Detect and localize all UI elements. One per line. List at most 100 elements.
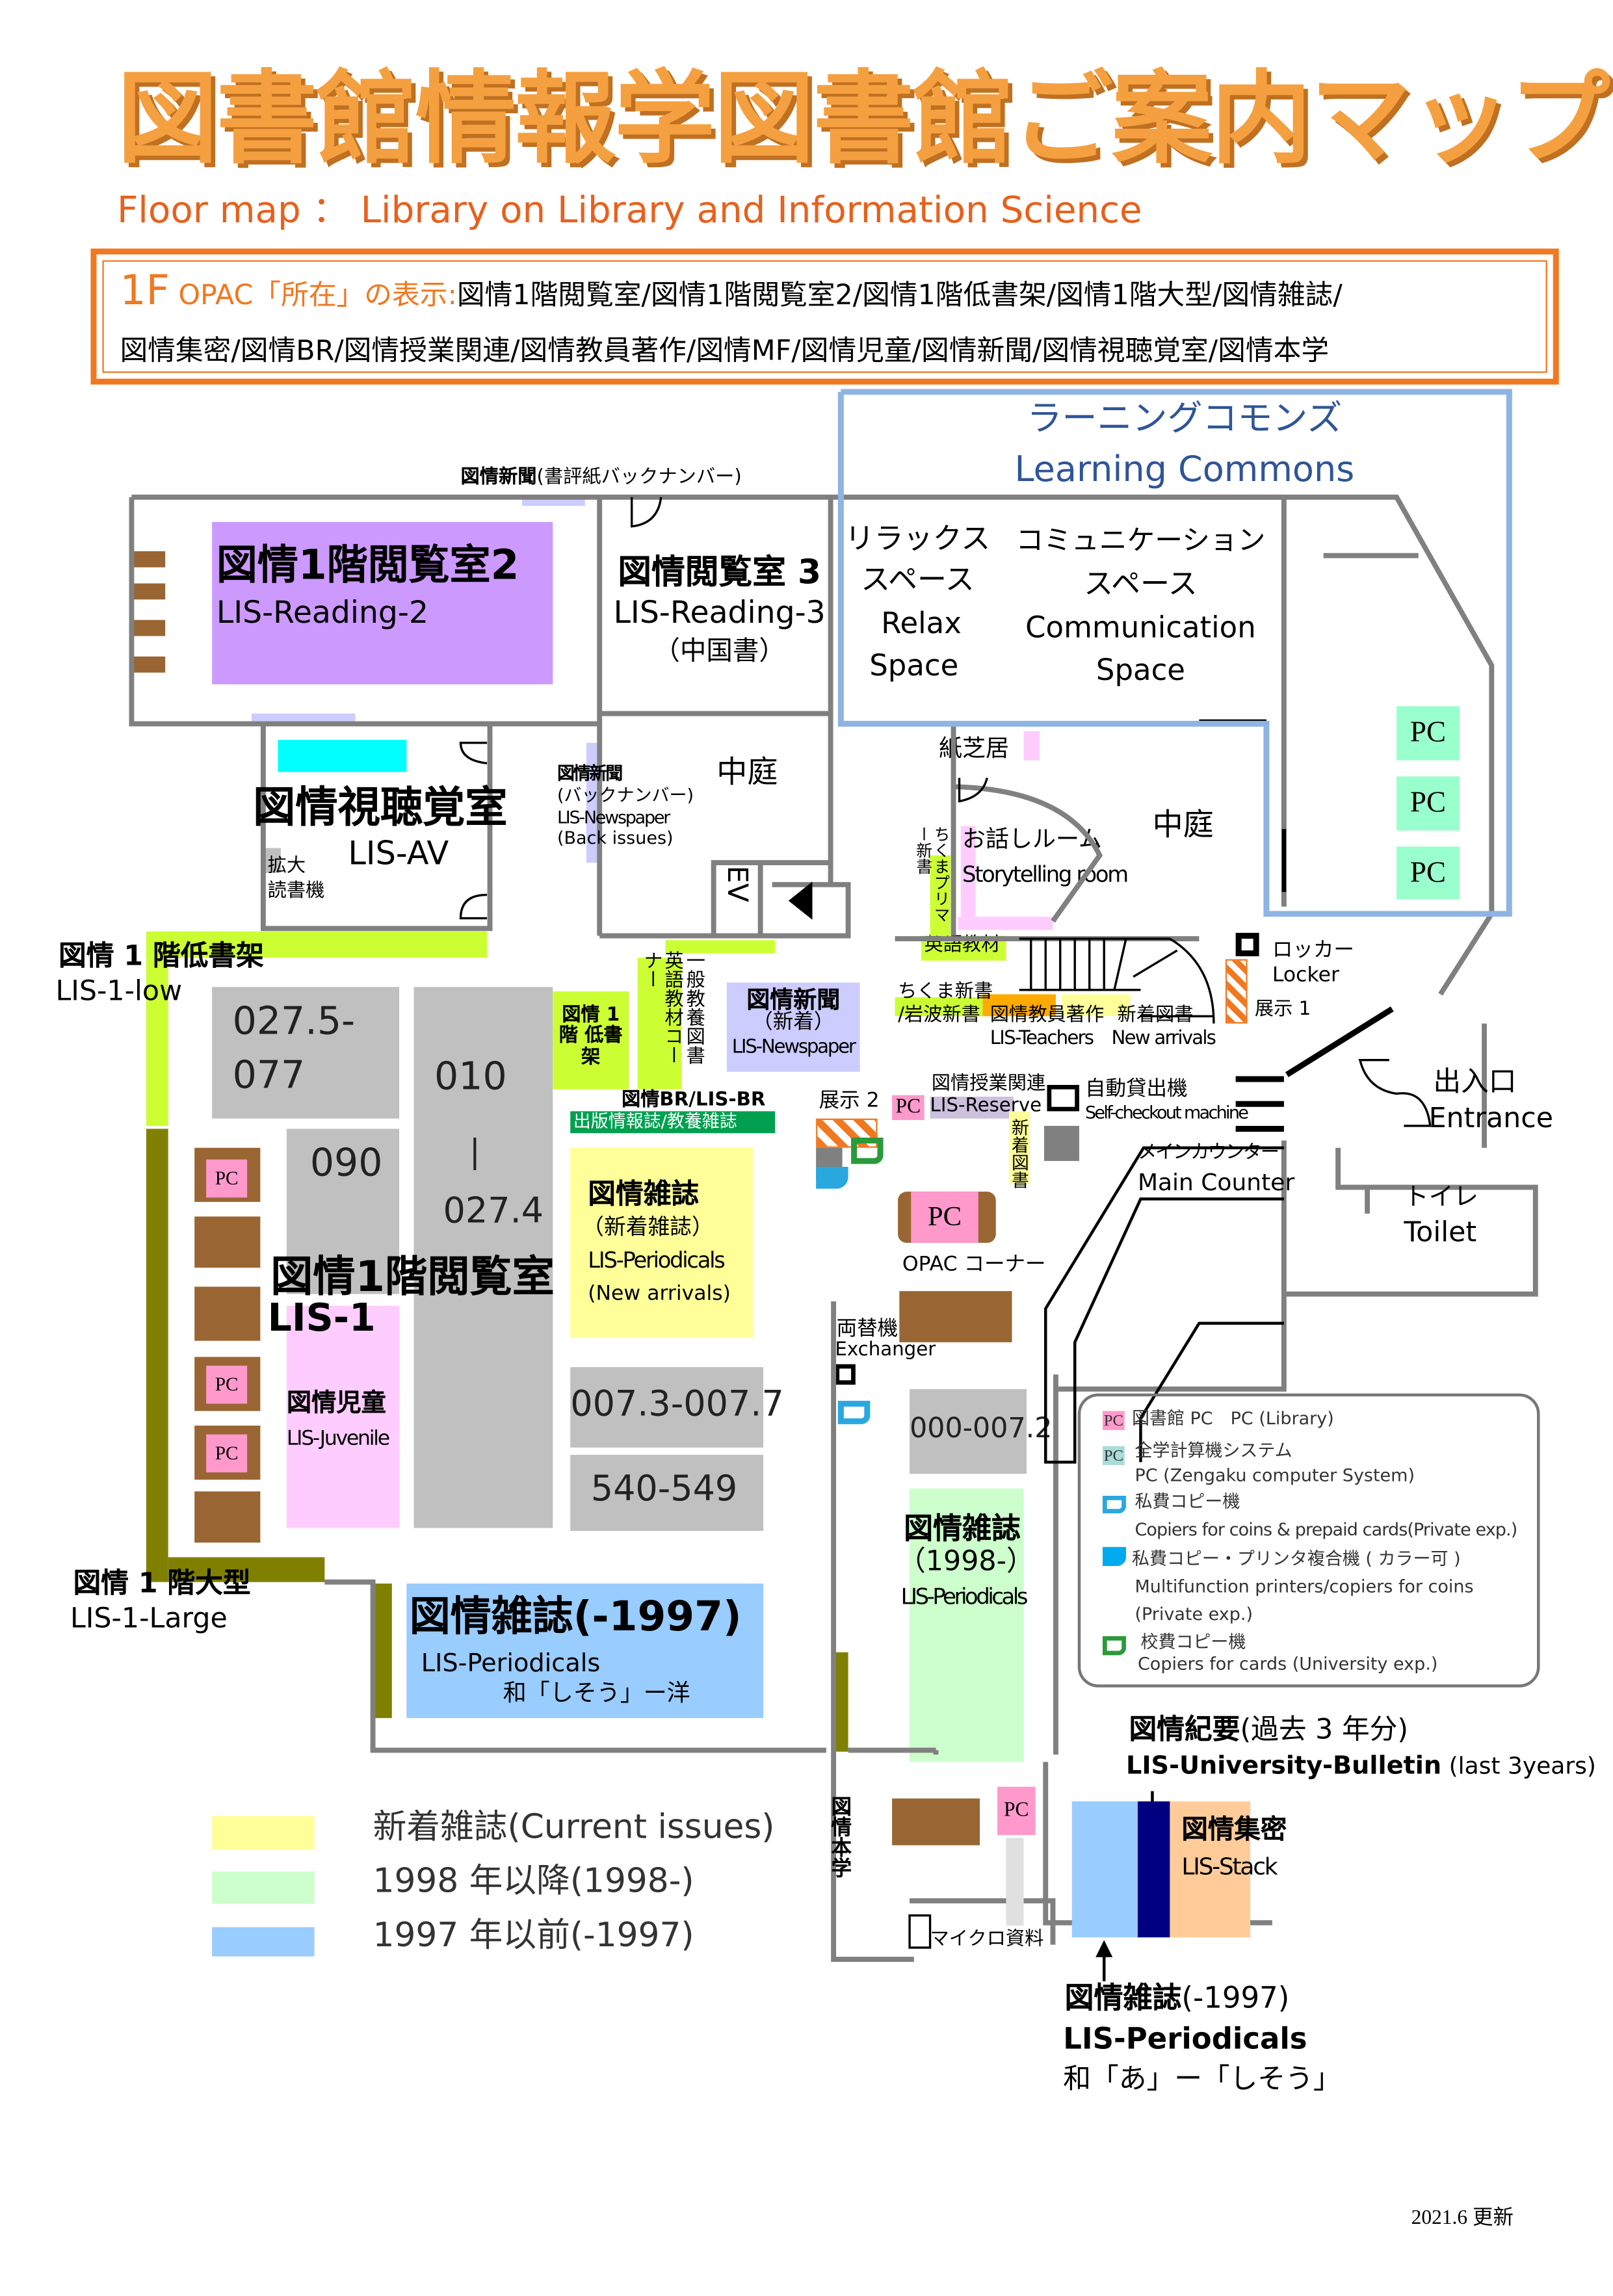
opac-label: OPAC「所在」の表示:	[178, 279, 457, 312]
label: 図情雑誌	[904, 1510, 1021, 1546]
chikuma-primer-label: ちくまプリマー新書	[914, 826, 951, 923]
chikuma-shelf	[895, 997, 983, 1017]
label: 図情新聞	[460, 466, 537, 489]
relax-label: スペース	[861, 561, 975, 597]
legend-label: 全学計算機システム	[1134, 1440, 1292, 1461]
legend-label: 私費コピー・プリンタ複合機 ( カラー可 )	[1131, 1548, 1461, 1569]
reading-room-3-label: 図情閲覧室 3	[618, 554, 821, 592]
legend-label: 私費コピー機	[1134, 1491, 1240, 1512]
stairs-icon	[1019, 937, 1215, 1024]
shelf-label: 540-549	[590, 1468, 738, 1509]
locker-icon	[1235, 933, 1259, 957]
stack-label: 図情集密	[1181, 1814, 1287, 1846]
label: 和「しそう」ー洋	[503, 1678, 690, 1706]
entrance-label: 出入口	[1433, 1065, 1517, 1099]
micro-label: マイクロ資料	[930, 1928, 1044, 1951]
periodicals-stack-label-en: LIS-Periodicals	[1063, 2020, 1307, 2056]
av-screen	[278, 740, 407, 772]
label: (last 3years)	[1441, 1751, 1596, 1780]
private-copier-icon	[1102, 1496, 1126, 1514]
relax-label: リラックス	[845, 520, 991, 556]
kamishibai-label: 紙芝居	[939, 734, 1010, 762]
library-pc-swatch: PC	[1102, 1411, 1125, 1430]
exchanger-label: 両替機	[836, 1317, 898, 1341]
table	[892, 1798, 980, 1846]
table: PC	[194, 1426, 261, 1480]
learning-commons-outline	[837, 389, 1512, 917]
label: (過去 3 年分)	[1240, 1714, 1409, 1746]
large-shelf-2	[373, 1583, 392, 1718]
shelf-label: |	[469, 1134, 480, 1171]
iwanami-label: /岩波新書	[898, 1004, 980, 1027]
english-corner-shelf	[637, 958, 682, 1089]
zengaku-pc: PC	[1397, 776, 1460, 831]
wall	[129, 497, 263, 727]
label: 図情新聞	[746, 985, 841, 1013]
toilet-label: トイレ	[1404, 1182, 1479, 1212]
library-pc: PC	[997, 1786, 1036, 1835]
large-shelf-label: 図情 1 階大型	[73, 1567, 251, 1600]
story-shelf-bottom	[958, 917, 1053, 930]
label: LIS-Periodicals	[421, 1649, 601, 1679]
storytelling-label: お話しルーム	[962, 824, 1102, 853]
multifunction-printer-icon	[816, 1166, 848, 1189]
news-backissue-label: (バックナンバー)	[557, 785, 694, 806]
computer-icon	[1047, 1084, 1079, 1112]
locker-label-en: Locker	[1272, 963, 1339, 987]
stack-shelf	[1170, 1801, 1251, 1938]
shelf-027-077: 027.5- 077	[212, 987, 400, 1119]
library-pc: PC	[206, 1434, 248, 1473]
entrance-glass	[1285, 1006, 1394, 1078]
entrance-label-en: Entrance	[1428, 1102, 1554, 1135]
communication-label: スペース	[1084, 566, 1198, 601]
learning-commons-title-en: Learning Commons	[1014, 449, 1355, 490]
juvenile-label: 図情児童	[286, 1389, 386, 1418]
table	[194, 1286, 261, 1341]
color-legend-swatch-1997	[212, 1927, 315, 1957]
large-shelf-left	[146, 1128, 168, 1582]
teachers-shelf	[982, 994, 1056, 1017]
legend-label: 校費コピー機	[1140, 1632, 1246, 1652]
reading-room-2-label-en: LIS-Reading-2	[216, 595, 429, 631]
low-shelf-small-label: 図情 1 階 低書架	[558, 1004, 623, 1069]
reading-room-3-sub: （中国書）	[653, 636, 785, 667]
large-shelf-bottom	[168, 1557, 325, 1582]
legend-label: Multifunction printers/copiers for coins	[1134, 1576, 1474, 1597]
juvenile-label-en: LIS-Juvenile	[286, 1427, 390, 1451]
floor-label: 1F	[120, 266, 170, 315]
periodicals-1998-shelf: 図情雑誌 （1998-） LIS-Periodicals	[898, 1488, 1034, 1762]
communication-label: コミュニケーション	[1016, 525, 1266, 557]
university-copier-icon	[1102, 1636, 1126, 1656]
new-books-shelf	[1009, 1111, 1030, 1184]
wall	[1283, 494, 1495, 996]
label: （1998-）	[898, 1545, 1034, 1578]
bulletin-shelf	[1137, 1801, 1170, 1938]
news-backissue-label-en: LIS-Newspaper	[557, 807, 670, 828]
shelf-label: 027.4	[443, 1190, 544, 1231]
wall	[324, 1579, 826, 1753]
new-books-label-en: New arrivals	[1111, 1028, 1216, 1050]
wall	[831, 1301, 914, 1962]
shelf-label: 027.5-	[232, 1000, 356, 1045]
relax-label-en: Relax	[881, 605, 962, 641]
story-shelf	[960, 826, 976, 917]
br-bar-label: 出版情報誌/教養雑誌	[573, 1111, 737, 1132]
table: PC	[194, 1147, 261, 1202]
library-pc: PC	[206, 1365, 248, 1404]
opac-location-box: 1F OPAC「所在」の表示:図情1階閲覧室/図情1階閲覧室2/図情1階低書架/…	[90, 248, 1559, 385]
opac-table: PC	[898, 1192, 996, 1243]
storytelling-label-en: Storytelling room	[962, 861, 1129, 888]
door-arc	[631, 497, 662, 528]
zengaku-pc: PC	[1397, 706, 1460, 761]
reserve-shelf	[930, 1096, 1014, 1119]
shelf-label: 010	[434, 1055, 507, 1100]
table	[131, 620, 166, 636]
shelf-540: 540-549	[570, 1455, 764, 1532]
wall	[1055, 1140, 1287, 1392]
color-legend-label: 1997 年以前(-1997)	[373, 1916, 694, 1955]
magnifier-label: 拡大	[267, 855, 306, 878]
learning-commons-title: ラーニングコモンズ	[1027, 397, 1343, 439]
exhibit-2-label: 展示 2	[819, 1089, 880, 1113]
icon-legend: PC 図書館 PC PC (Library) PC 全学計算機システム PC (…	[1077, 1393, 1540, 1688]
exchanger-label-en: Exchanger	[835, 1339, 936, 1362]
